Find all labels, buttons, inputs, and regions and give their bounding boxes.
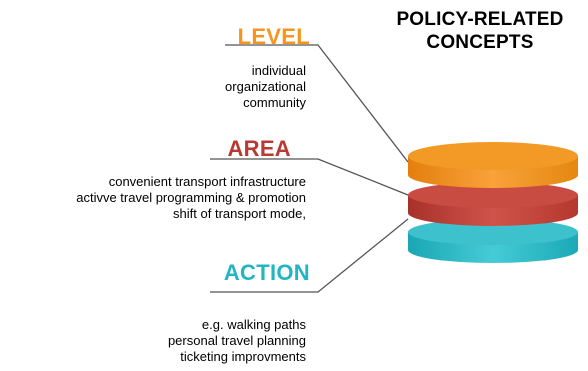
area-item: shift of transport mode,: [173, 206, 306, 221]
action-heading: ACTION: [223, 260, 310, 285]
level-items: individual organizational community: [150, 63, 306, 111]
connector-level: [225, 44, 409, 163]
level-item: individual: [251, 63, 306, 78]
level-heading: LEVEL: [237, 24, 310, 49]
disc-area: [408, 182, 578, 226]
action-items: e.g. walking paths personal travel plann…: [100, 317, 306, 365]
area-item: convenient transport infrastructure: [108, 174, 306, 189]
level-item: organizational: [225, 79, 306, 94]
area-item: activve travel programming & promotion: [76, 190, 306, 205]
area-items: convenient transport infrastructure acti…: [0, 174, 306, 222]
connector-action: [210, 218, 409, 293]
title-line-1: POLICY-RELATED: [396, 9, 564, 30]
disc-action: [408, 219, 578, 263]
level-item: community: [243, 95, 306, 110]
connector-area: [210, 158, 409, 196]
area-heading: AREA: [227, 136, 291, 161]
action-item: e.g. walking paths: [201, 317, 306, 332]
disc-level: [408, 142, 578, 188]
title-line-2: CONCEPTS: [426, 32, 534, 53]
action-item: personal travel planning: [167, 333, 306, 348]
diagram-title: POLICY-RELATED CONCEPTS: [360, 8, 588, 54]
action-item: ticketing improvments: [180, 349, 306, 364]
